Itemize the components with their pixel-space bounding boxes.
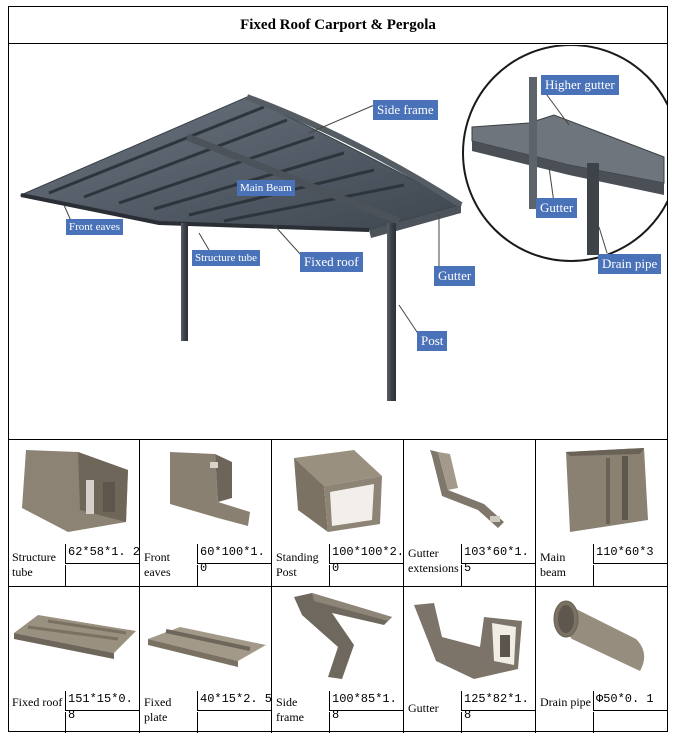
carport-illustration <box>19 44 676 401</box>
callout-gutter-detail: Gutter <box>536 198 578 218</box>
main-beam-image <box>566 448 648 532</box>
drain-pipe-image <box>553 600 645 671</box>
callout-post: Post <box>417 331 448 351</box>
part-gutter: Gutter 125*82*1. 8 <box>404 587 536 733</box>
part-spec: Φ50*0. 1 <box>593 691 668 711</box>
spec-blank <box>197 565 272 586</box>
part-side-frame: Side frame 100*85*1. 8 <box>272 587 404 733</box>
callout-front-eaves: Front eaves <box>66 219 124 235</box>
fixed-roof-image <box>14 615 136 659</box>
spec-blank <box>461 565 536 586</box>
part-label: Fixed plate <box>144 695 172 724</box>
callout-drain-pipe: Drain pipe <box>598 254 662 274</box>
part-label: Gutter <box>408 701 439 715</box>
part-fixed-roof: Fixed roof 151*15*0. 8 <box>8 587 140 733</box>
gutter-extensions-image <box>430 450 504 528</box>
part-standing-post: Standing Post 100*100*2. 0 <box>272 440 404 586</box>
part-drain-pipe: Drain pipe Φ50*0. 1 <box>536 587 668 733</box>
callout-structure-tube: Structure tube <box>192 250 261 266</box>
callout-main-beam: Main Beam <box>237 180 295 196</box>
spec-blank <box>593 712 668 733</box>
part-label: Fixed roof <box>12 695 63 709</box>
callout-gutter: Gutter <box>434 266 476 286</box>
carport-diagram: Side frame Main Beam Front eaves Structu… <box>9 44 676 439</box>
spec-blank <box>329 712 404 733</box>
part-spec: 103*60*1. 5 <box>461 544 536 575</box>
side-frame-image <box>294 593 392 679</box>
part-label: Drain pipe <box>540 695 591 709</box>
part-structure-tube: Structure tube 62*58*1. 2 <box>8 440 140 586</box>
part-spec: 100*100*2. 0 <box>329 544 404 575</box>
part-fixed-plate: Fixed plate 40*15*2. 5 <box>140 587 272 733</box>
part-spec: 40*15*2. 5 <box>197 691 272 711</box>
part-front-eaves: Front eaves 60*100*1. 0 <box>140 440 272 586</box>
fixed-plate-image <box>148 627 266 667</box>
part-spec: 100*85*1. 8 <box>329 691 404 722</box>
spec-blank <box>461 712 536 733</box>
spec-blank <box>65 565 140 586</box>
part-label: Front eaves <box>144 550 171 579</box>
part-spec: 62*58*1. 2 <box>65 544 140 564</box>
part-main-beam: Main beam 110*60*3 <box>536 440 668 586</box>
spec-blank <box>593 565 668 586</box>
callout-higher-gutter: Higher gutter <box>541 75 619 95</box>
document-frame <box>8 6 668 732</box>
spec-blank <box>197 712 272 733</box>
part-label: Structure tube <box>12 550 56 579</box>
part-spec: 110*60*3 <box>593 544 668 564</box>
structure-tube-image <box>22 450 128 532</box>
part-spec: 125*82*1. 8 <box>461 691 536 722</box>
part-label: Standing Post <box>276 550 319 579</box>
spec-blank <box>65 712 140 733</box>
part-label: Gutter extensions <box>408 546 459 575</box>
part-gutter-extensions: Gutter extensions 103*60*1. 5 <box>404 440 536 586</box>
row-divider <box>8 586 668 587</box>
callout-fixed-roof: Fixed roof <box>300 252 363 272</box>
standing-post-image <box>294 450 382 532</box>
front-eaves-image <box>170 452 250 526</box>
part-spec: 60*100*1. 0 <box>197 544 272 575</box>
page-title: Fixed Roof Carport & Pergola <box>8 6 668 44</box>
gutter-image <box>414 603 522 679</box>
callout-side-frame: Side frame <box>373 100 438 120</box>
parts-grid: Structure tube 62*58*1. 2 Front eaves 60… <box>8 439 668 733</box>
part-label: Main beam <box>540 550 566 579</box>
part-spec: 151*15*0. 8 <box>65 691 140 722</box>
spec-blank <box>329 565 404 586</box>
part-label: Side frame <box>276 695 304 724</box>
